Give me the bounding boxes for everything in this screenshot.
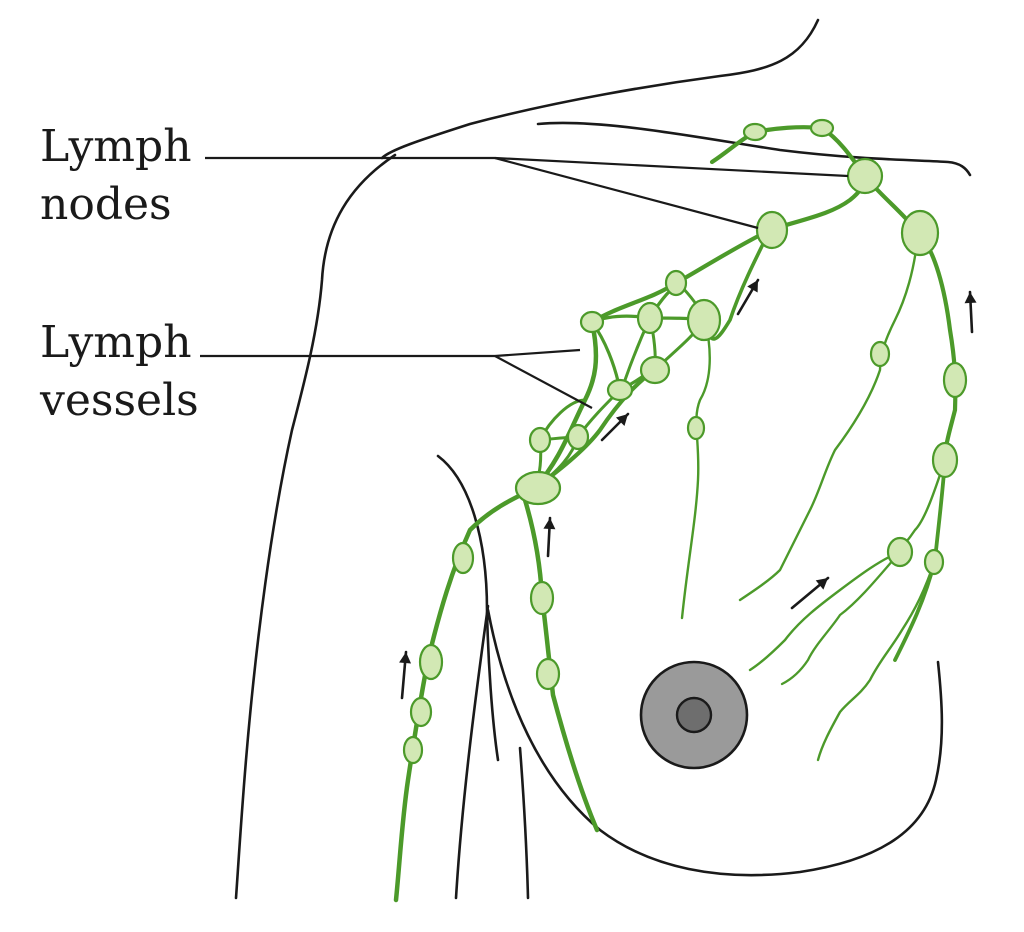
lymph-node [886,536,914,568]
flow-arrows-group [399,278,977,700]
lymph-node [402,735,424,765]
lymph-vessels-label: Lymph vessels [40,314,199,430]
leader-line-nodes-lower [494,156,759,230]
lymph-vessel-path [738,230,920,602]
lymph-vessels-group [393,125,958,903]
lymph-node [535,657,561,691]
lymph-node [639,355,671,385]
torso-side-line-2 [518,746,530,900]
lymph-vessel-path [780,550,902,686]
flow-arrow-icon [399,650,412,700]
flow-arrow-head [615,414,628,427]
lymph-node [809,118,835,138]
torso-side-line-1 [454,604,490,900]
body-outline [234,18,972,900]
lymph-node [923,548,945,576]
lymph-node [418,643,444,681]
lymph-node [636,301,664,335]
lymph-nodes-label-line2: nodes [40,179,172,230]
lymph-node [686,298,722,342]
leader-line-vessels-upper [200,348,581,358]
lymph-node [686,415,706,441]
lymph-vessel-path [862,173,958,463]
lymph-node [579,310,605,334]
lymph-node [528,426,552,454]
flow-arrow-icon [543,516,556,558]
flow-arrow-head [543,518,556,530]
flow-arrow-head [964,292,977,304]
lymph-node [514,470,562,506]
neck-line [380,18,820,160]
lymph-vessel-path [816,558,937,762]
lymph-node [606,378,634,402]
lymph-node [529,580,555,616]
lymph-node [409,696,433,728]
nipple-center [675,696,713,734]
leader-lines [200,156,849,409]
flow-arrow-icon [736,278,760,316]
lymph-vessel-path [522,497,600,833]
flow-arrow-icon [964,290,977,334]
lymph-vessels-label-line1: Lymph [40,317,192,368]
lymph-nodes-group [402,118,968,765]
flow-arrow-head [815,578,828,590]
lymph-node [869,340,891,368]
lymph-node [664,269,688,297]
lymph-nodes-label: Lymph nodes [40,118,192,234]
leader-line-vessels-lower [494,355,593,409]
lymph-node [742,122,768,142]
lymph-node [942,361,968,399]
flow-arrow-head [747,280,758,293]
lymph-vessel-path [680,318,711,620]
lymph-node [900,209,940,257]
lymph-node [846,157,884,195]
shoulder-arm-line [234,153,397,900]
lymph-vessel-path [709,125,868,179]
lymph-node [451,541,475,575]
lymph-vessel-path [748,458,947,672]
lymph-vessels-label-line2: vessels [40,375,199,426]
lymph-node [931,441,959,479]
lymph-node [566,423,590,451]
flow-arrow-icon [790,576,830,610]
nipple [639,660,749,770]
flow-arrow-head [399,652,412,664]
lymph-nodes-label-line1: Lymph [40,121,192,172]
lymph-node [755,210,789,250]
breast-underside-line [486,608,944,877]
clavicle-line [536,121,972,177]
flow-arrow-icon [600,412,630,442]
